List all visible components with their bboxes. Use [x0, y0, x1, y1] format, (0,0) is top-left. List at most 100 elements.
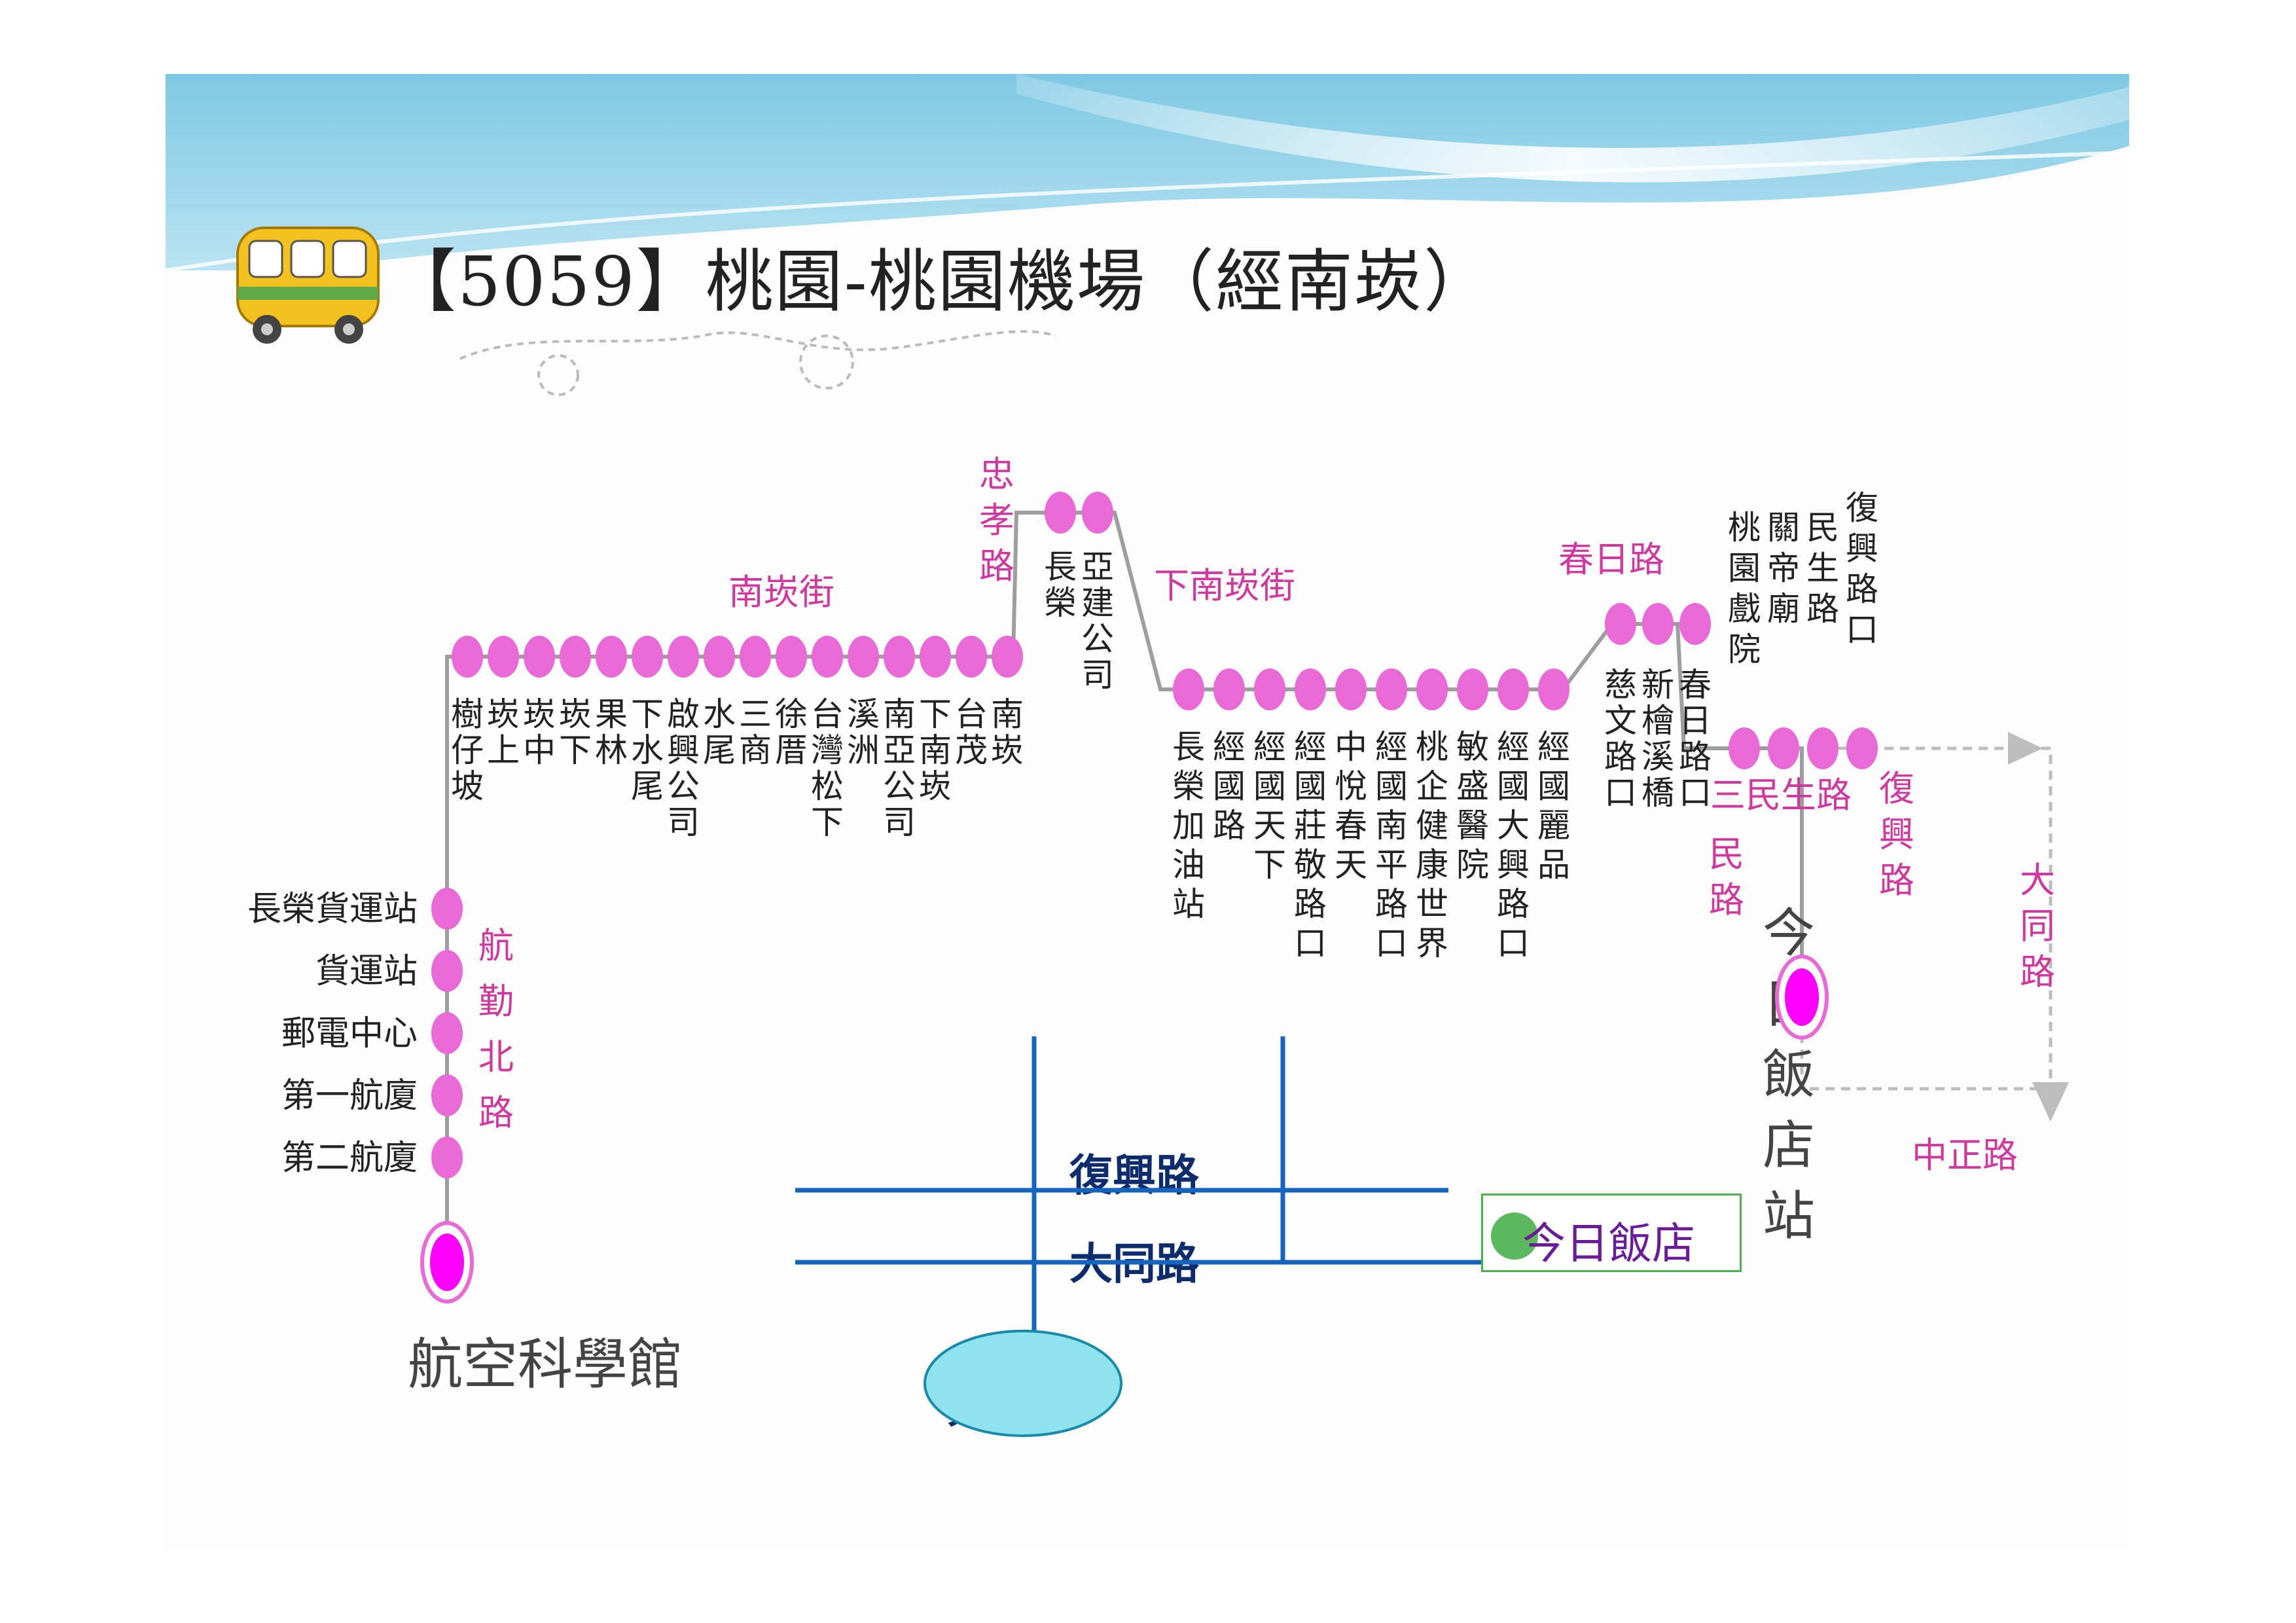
stop-label: 郵電中心 — [281, 1014, 418, 1053]
stop-label: 崁上 — [487, 695, 520, 769]
stop-dot — [1416, 668, 1448, 710]
page-title: 【5059】桃園-桃園機場（經南崁） — [388, 242, 1493, 321]
bus-icon — [236, 227, 380, 344]
stop-dot — [452, 636, 483, 678]
stop-dot — [848, 636, 879, 678]
stop-dot — [1605, 603, 1636, 645]
arrow-icon — [2032, 1082, 2069, 1122]
stop-label: 春日路口 — [1679, 666, 1712, 812]
terminal-start — [420, 1221, 474, 1304]
stop-dot — [884, 636, 915, 678]
street-label: 忠孝路 — [979, 454, 1014, 587]
stop-dot — [1768, 727, 1799, 769]
stop-dot — [1807, 727, 1839, 769]
stop-dot — [1538, 668, 1570, 710]
stop-dot — [596, 636, 627, 678]
stop-label: 長榮 — [1044, 548, 1077, 622]
station-bubble — [924, 1330, 1122, 1437]
stop-label: 第一航廈 — [281, 1076, 418, 1116]
stop-dot — [431, 950, 463, 992]
stop-dot — [776, 636, 807, 678]
map-road-label: 復興路 — [1069, 1150, 1200, 1201]
stop-dot — [1498, 668, 1529, 710]
stop-label: 經國南平路口 — [1375, 728, 1408, 962]
stop-label: 長榮加油站 — [1172, 728, 1205, 923]
stop-dot — [740, 636, 771, 678]
street-label: 三民生路 — [1710, 775, 1852, 816]
street-label: 民路 — [1709, 833, 1744, 921]
stop-dot — [1173, 668, 1204, 710]
stop-dot — [1295, 668, 1326, 710]
stop-label: 民生路 — [1806, 509, 1839, 628]
stop-label: 啟興公司 — [667, 695, 700, 841]
terminal-label: 今日飯店站 — [1763, 903, 1815, 1247]
stop-label: 下南崁 — [919, 695, 952, 805]
slide: 【5059】桃園-桃園機場（經南崁） 樹仔坡崁上崁中崁下果林下水尾啟興公司水尾三… — [166, 74, 2129, 1547]
stop-label: 徐厝 — [775, 695, 808, 769]
stop-label: 經國天下 — [1253, 728, 1286, 884]
stop-label: 經國麗品 — [1537, 728, 1570, 884]
inset-map — [795, 1036, 1494, 1437]
terminal-end — [1775, 955, 1829, 1040]
stop-dot — [1045, 492, 1076, 534]
stop-dot — [1642, 603, 1674, 645]
stop-label: 台茂 — [955, 695, 988, 769]
stop-dot — [668, 636, 699, 678]
decorative-swirl — [459, 330, 1056, 360]
stop-label: 下水尾 — [631, 695, 664, 805]
stop-dot — [524, 636, 555, 678]
stop-dot — [1846, 727, 1878, 769]
stop-dot — [1376, 668, 1407, 710]
route-line — [445, 511, 1804, 1259]
stop-dot — [1254, 668, 1285, 710]
street-label: 中正路 — [1912, 1135, 2018, 1176]
stop-dot — [1335, 668, 1367, 710]
stop-dot — [431, 1137, 463, 1178]
stop-dot — [1213, 668, 1245, 710]
stop-dot — [488, 636, 519, 678]
stop-label: 果林 — [595, 695, 628, 769]
hotel-label: 今日飯店 — [1522, 1218, 1695, 1269]
stop-dot — [431, 1012, 463, 1054]
stop-label: 經國莊敬路口 — [1294, 728, 1327, 962]
stop-label: 三商 — [739, 695, 772, 769]
stop-label: 台灣松下 — [811, 695, 844, 841]
stop-dot — [1457, 668, 1488, 710]
stop-label: 水尾 — [703, 695, 736, 769]
stop-dot — [431, 888, 463, 930]
stop-dot — [431, 1074, 463, 1116]
stop-label: 敏盛醫院 — [1456, 728, 1489, 884]
stop-dot — [632, 636, 663, 678]
stop-label: 南亞公司 — [883, 695, 916, 841]
stop-label: 經國路 — [1213, 728, 1246, 845]
stop-label: 貨運站 — [315, 952, 418, 991]
stop-label: 經國大興路口 — [1497, 728, 1530, 962]
header-wave — [166, 74, 2129, 270]
stop-label: 溪洲 — [847, 695, 880, 769]
stop-dot — [704, 636, 735, 678]
street-label: 下南崁街 — [1154, 565, 1295, 606]
stop-dots — [431, 492, 1878, 1178]
stop-label: 復興路口 — [1846, 489, 1878, 649]
street-label: 南崁街 — [728, 572, 834, 613]
stop-label: 崁中 — [523, 695, 556, 769]
hotel-marker-icon — [1491, 1213, 1538, 1260]
stop-dot — [1082, 492, 1113, 534]
stop-label: 崁下 — [559, 695, 592, 769]
stop-label: 樹仔坡 — [451, 695, 484, 805]
stop-label: 桃園戲院 — [1728, 509, 1761, 668]
stop-dot — [1729, 727, 1760, 769]
stop-label: 關帝廟 — [1767, 509, 1800, 628]
street-label: 航勤北路 — [478, 925, 514, 1133]
stop-dot — [920, 636, 951, 678]
terminal-label: 航空科學館 — [408, 1332, 683, 1396]
arrow-icon — [2008, 732, 2043, 765]
stop-dot — [1679, 603, 1711, 645]
hotel-box: 今日飯店 — [1481, 1194, 1742, 1272]
stop-label: 第二航廈 — [281, 1139, 418, 1178]
street-label: 春日路 — [1558, 539, 1664, 580]
stop-label: 桃企健康世界 — [1416, 728, 1448, 962]
stop-dot — [956, 636, 987, 678]
